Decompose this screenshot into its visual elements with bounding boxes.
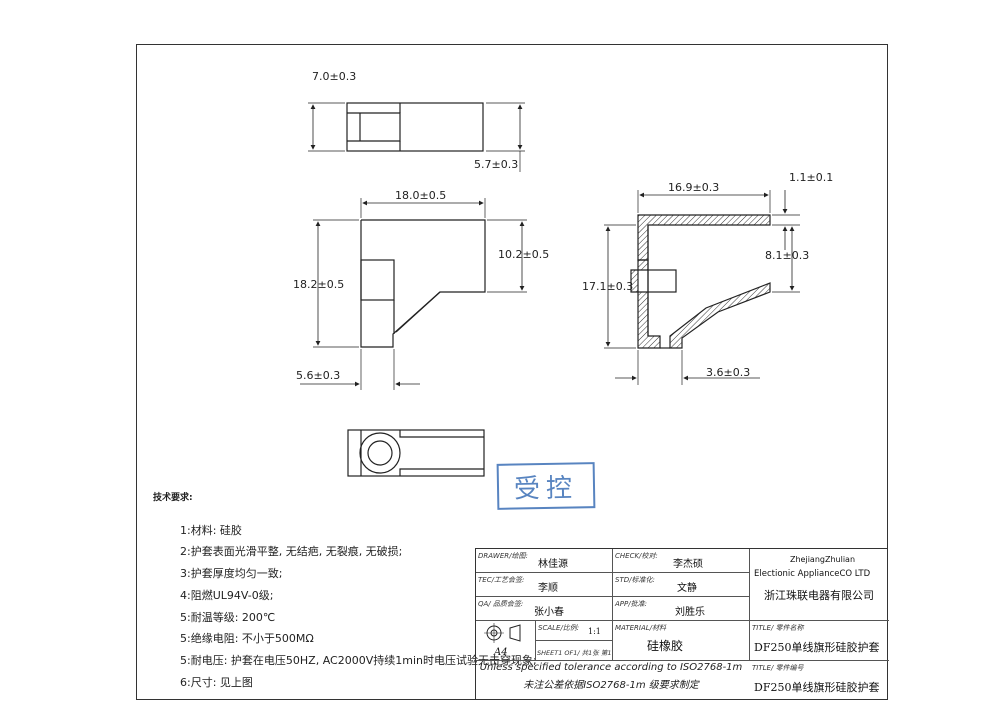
- projection-cell: A4: [476, 621, 536, 661]
- scale-label: SCALE/比例:: [538, 624, 580, 632]
- title-block: DRAWER/绘图: 林佳源 CHECK/校对: 李杰硕 TEC/工艺会签: 李…: [475, 548, 889, 701]
- tec-value: 李顺: [538, 583, 558, 594]
- material-value: 硅橡胶: [647, 639, 684, 653]
- note-item: 4:阻燃UL94V-0级;: [180, 589, 274, 602]
- part-title-cell: TITLE/ 零件名称 DF250单线旗形硅胶护套: [750, 621, 889, 661]
- tec-label: TEC/工艺会签:: [478, 576, 525, 584]
- part-number-cell: TITLE/ 零件编号 DF250单线旗形硅胶护套: [750, 661, 889, 701]
- note-item: 1:材料: 硅胶: [180, 524, 242, 537]
- controlled-stamp: 受控: [496, 462, 596, 510]
- dim-top-height: 5.7±0.3: [474, 158, 518, 171]
- company-name-en-1: ZhejiangZhulian: [790, 555, 856, 564]
- check-cell: CHECK/校对: 李杰硕: [613, 549, 750, 573]
- dim-top-width: 7.0±0.3: [312, 70, 356, 83]
- qa-cell: QA/ 品质会签: 张小春: [476, 597, 613, 621]
- std-label: STD/标准化:: [615, 576, 655, 584]
- scale-value: 1:1: [588, 627, 601, 636]
- part-title-label: TITLE/ 零件名称: [752, 624, 804, 632]
- dim-front-right-height: 10.2±0.5: [498, 248, 549, 261]
- note-item: 5:耐温等级: 200℃: [180, 611, 276, 624]
- top-view: [308, 102, 525, 172]
- tolerance-en: Unless specified tolerance according to …: [479, 662, 743, 673]
- material-cell: MATERIAL/材料 硅橡胶: [613, 621, 750, 661]
- part-title: DF250单线旗形硅胶护套: [754, 641, 880, 654]
- dim-front-bottom-width: 5.6±0.3: [296, 369, 340, 382]
- note-item: 3:护套厚度均匀一致;: [180, 567, 283, 580]
- app-value: 刘胜乐: [675, 607, 705, 618]
- check-value: 李杰硕: [673, 559, 703, 570]
- section-view: [604, 190, 800, 385]
- tec-cell: TEC/工艺会签: 李顺: [476, 573, 613, 597]
- part-number-label: TITLE/ 零件编号: [752, 664, 804, 672]
- dim-front-height: 18.2±0.5: [293, 278, 344, 291]
- sheet-cell: SHEET1 OF1/ 共1张 第1张: [536, 641, 613, 661]
- app-cell: APP/批准: 刘胜乐: [613, 597, 750, 621]
- dim-section-bore: 8.1±0.3: [765, 249, 809, 262]
- notes-title: 技术要求:: [153, 493, 193, 503]
- company-name-cn: 浙江珠联电器有限公司: [764, 589, 874, 602]
- dim-front-width: 18.0±0.5: [395, 189, 446, 202]
- company-name-en-2: Electionic ApplianceCO LTD: [754, 569, 871, 579]
- bottom-view: [347, 429, 485, 477]
- drawer-cell: DRAWER/绘图: 林佳源: [476, 549, 613, 573]
- qa-label: QA/ 品质会签:: [478, 600, 524, 608]
- dim-section-height: 17.1±0.3: [582, 280, 633, 293]
- drawer-label: DRAWER/绘图:: [478, 552, 528, 560]
- note-item: 5:耐电压: 护套在电压50HZ, AC2000V持续1min时电压试验无击穿现…: [180, 654, 537, 667]
- std-cell: STD/标准化: 文静: [613, 573, 750, 597]
- dim-section-bottom: 3.6±0.3: [706, 366, 750, 379]
- company-cell: ZhejiangZhulian Electionic ApplianceCO L…: [750, 549, 889, 621]
- qa-value: 张小春: [534, 607, 564, 618]
- note-item: 2:护套表面光滑平整, 无结疤, 无裂痕, 无破损;: [180, 545, 403, 558]
- dim-section-wall: 1.1±0.1: [789, 171, 833, 184]
- paper-size: A4: [494, 647, 508, 658]
- note-item: 6:尺寸: 见上图: [180, 676, 253, 689]
- check-label: CHECK/校对:: [615, 552, 658, 560]
- sheet-value: SHEET1 OF1/ 共1张 第1张: [537, 649, 613, 657]
- material-label: MATERIAL/材料: [615, 624, 666, 632]
- scale-cell: SCALE/比例: 1:1: [536, 621, 613, 641]
- tolerance-cn: 未注公差依据ISO2768-1m 级要求制定: [523, 680, 699, 691]
- note-item: 5:绝缘电阻: 不小于500MΩ: [180, 632, 314, 645]
- dim-section-width: 16.9±0.3: [668, 181, 719, 194]
- std-value: 文静: [677, 583, 697, 594]
- drawer-value: 林佳源: [538, 559, 568, 570]
- part-number: DF250单线旗形硅胶护套: [754, 681, 880, 694]
- front-view: [300, 198, 527, 390]
- projection-symbol-icon: [484, 623, 521, 643]
- app-label: APP/批准:: [615, 600, 647, 608]
- tolerance-note: Unless specified tolerance according to …: [476, 662, 746, 691]
